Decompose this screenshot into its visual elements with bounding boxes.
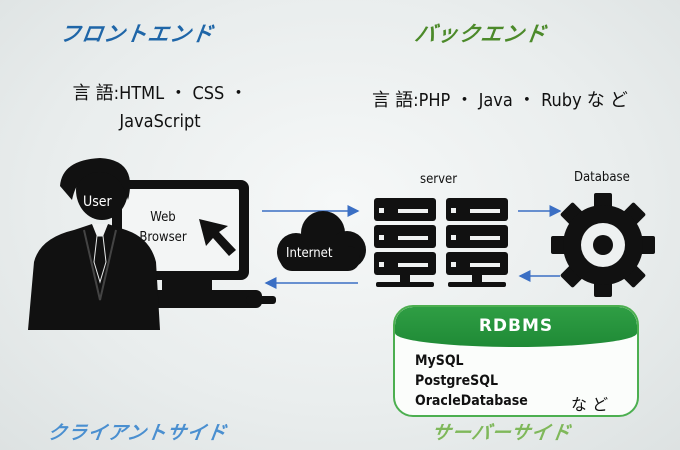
web-browser-label: Web Browser bbox=[134, 208, 192, 248]
client-side-title: クライアントサイド bbox=[46, 422, 229, 444]
rdbms-list: MySQL PostgreSQL OracleDatabase bbox=[415, 351, 528, 411]
cursor-arrow-icon bbox=[199, 219, 236, 256]
web-label: Web bbox=[150, 210, 176, 225]
rdbms-title: RDBMS bbox=[395, 307, 637, 347]
server-label: server bbox=[420, 172, 458, 187]
internet-label: Internet bbox=[286, 246, 333, 261]
user-silhouette-icon bbox=[28, 158, 160, 330]
rdbms-box: RDBMS MySQL PostgreSQL OracleDatabase な … bbox=[393, 305, 639, 417]
frontend-languages-line1: 言 語:HTML ・ CSS ・ bbox=[72, 83, 248, 104]
server-rack-left-icon bbox=[374, 198, 436, 287]
user-label: User bbox=[83, 194, 112, 210]
cloud-icon bbox=[277, 211, 366, 271]
rdbms-item-postgresql: PostgreSQL bbox=[415, 373, 498, 389]
server-side-title: サーバーサイド bbox=[430, 422, 573, 444]
browser-label: Browser bbox=[139, 230, 187, 245]
frontend-languages: 言 語:HTML ・ CSS ・ JavaScript bbox=[60, 80, 260, 136]
rdbms-etc: な ど bbox=[571, 395, 609, 414]
backend-languages: 言 語:PHP ・ Java ・ Ruby な ど bbox=[372, 90, 628, 111]
rdbms-item-oracle: OracleDatabase bbox=[415, 393, 528, 409]
database-label: Database bbox=[574, 170, 630, 185]
frontend-languages-line2: JavaScript bbox=[119, 111, 201, 132]
server-rack-right-icon bbox=[446, 198, 508, 287]
rdbms-item-mysql: MySQL bbox=[415, 353, 464, 369]
gear-icon bbox=[551, 193, 655, 297]
